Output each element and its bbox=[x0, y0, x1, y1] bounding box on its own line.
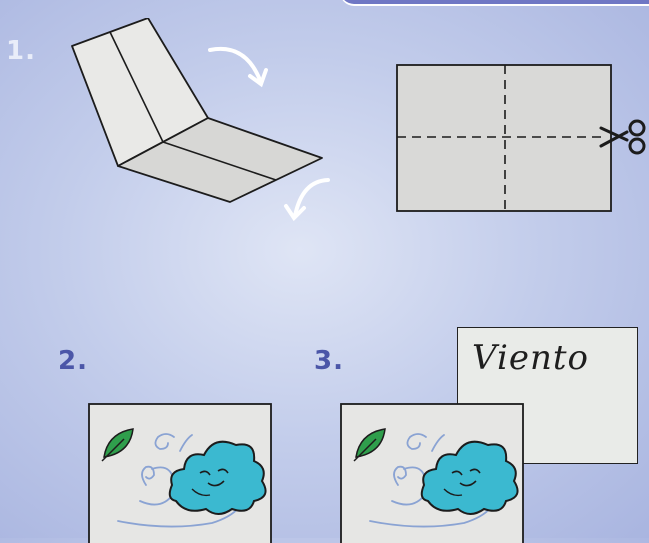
step-1-number: 1. bbox=[6, 36, 36, 66]
wind-drawing-card-overlap bbox=[340, 403, 526, 543]
label-card-word: Viento bbox=[472, 338, 589, 378]
step-2-number: 2. bbox=[58, 346, 88, 376]
cut-sheet-illustration bbox=[395, 62, 649, 214]
folded-paper-illustration bbox=[60, 18, 340, 228]
fold-arrow-icon bbox=[210, 49, 266, 84]
fold-arrow-icon bbox=[286, 180, 328, 218]
wind-drawing-card bbox=[88, 403, 274, 543]
header-tab bbox=[340, 0, 649, 4]
step-3-number: 3. bbox=[314, 346, 344, 376]
